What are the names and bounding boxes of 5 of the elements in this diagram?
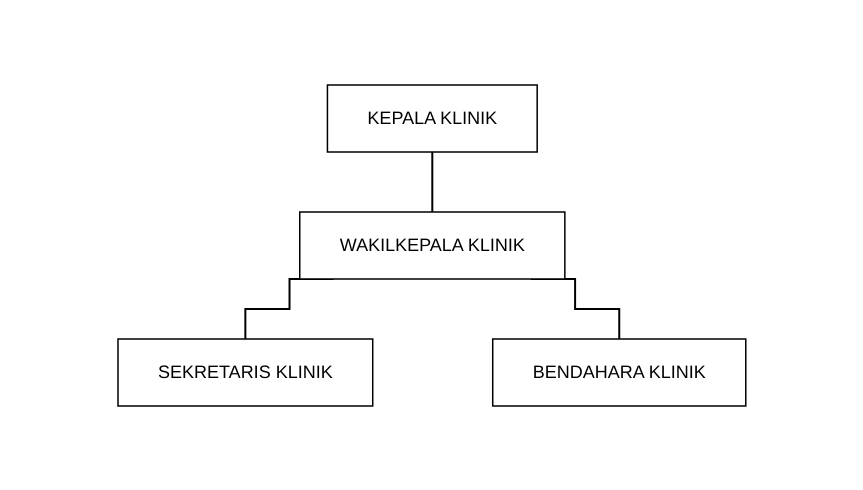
- node-box: BENDAHARA KLINIK: [492, 338, 746, 406]
- node-box: WAKILKEPALA KLINIK: [298, 210, 566, 280]
- node-box: KEPALA KLINIK: [326, 84, 538, 152]
- connector: [430, 150, 433, 212]
- node-box: SEKRETARIS KLINIK: [116, 338, 374, 406]
